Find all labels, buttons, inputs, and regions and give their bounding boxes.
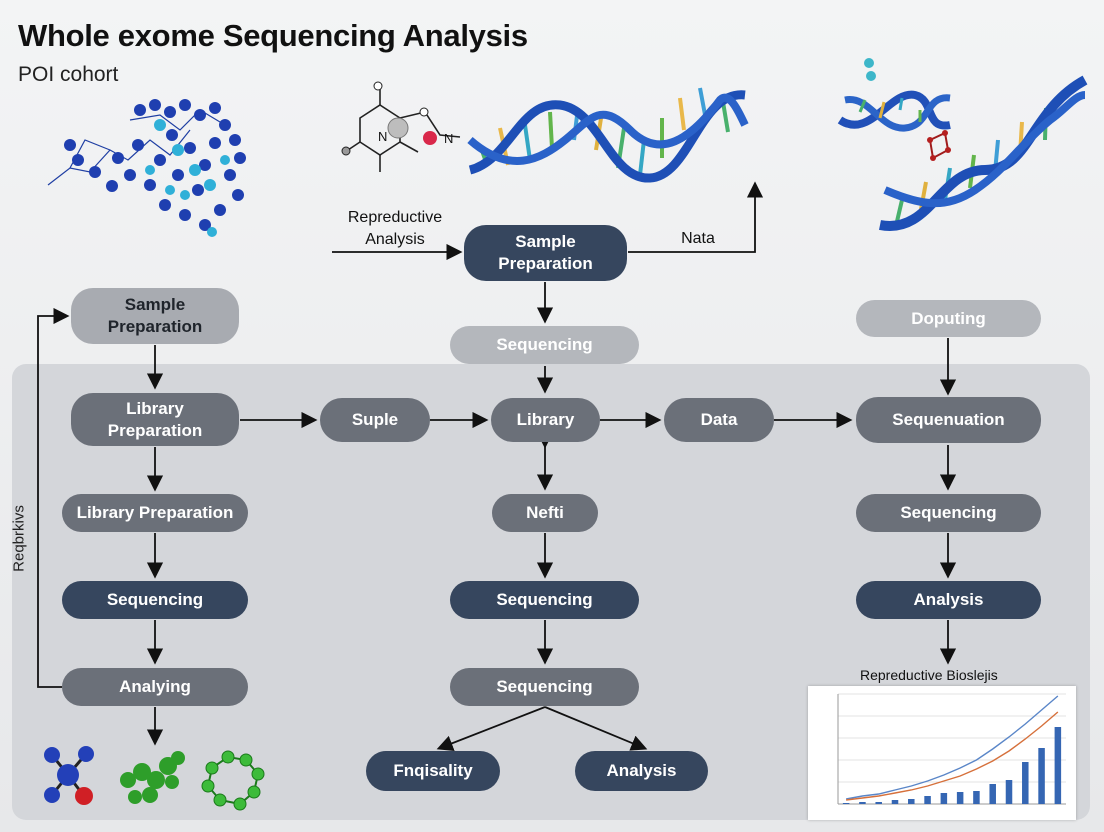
molecule-icon (120, 751, 185, 804)
right-analysis-node: Analysis (856, 581, 1041, 619)
left-library-preparation-node: Library Preparation (71, 393, 239, 446)
left-sequencing-node: Sequencing (62, 581, 248, 619)
arrow-connector (628, 181, 764, 253)
dna-helix-icon (879, 75, 1088, 232)
analysis-output-node: Analysis (575, 751, 708, 791)
library-node: Library (491, 398, 600, 442)
chart-bar (1038, 748, 1045, 804)
chart-bar (859, 802, 866, 804)
left-library-preparation-node-2: Library Preparation (62, 494, 248, 532)
chart-line-series-1 (846, 695, 1059, 800)
chart-bar (940, 793, 948, 804)
center-sample-preparation-node: Sample Preparation (464, 225, 627, 281)
chart-bar (924, 796, 931, 804)
output-label: Nata (681, 230, 715, 247)
left-analying-node: Analying (62, 668, 248, 706)
data-node: Data (664, 398, 774, 442)
right-sequencing-node: Sequencing (856, 494, 1041, 532)
molecule-icon (864, 58, 951, 161)
protein-structure-icon (47, 99, 246, 237)
arrow-connector (544, 706, 648, 751)
atom-icon (387, 117, 409, 139)
chart-bar (1005, 780, 1013, 804)
top-sequencing-node: Sequencing (450, 326, 639, 364)
chart-bar (1054, 727, 1062, 804)
atom-label-n: N (378, 129, 388, 144)
atom-icon (341, 146, 351, 156)
input-label: Repreductive Analysis (347, 209, 443, 248)
suple-node: Suple (320, 398, 430, 442)
chart-canvas (837, 693, 1066, 805)
chart-title: Repreductive Bioslejis (860, 667, 998, 683)
chart-bar (956, 792, 964, 804)
chart-bar (891, 800, 899, 804)
atom-label-n: N (444, 131, 454, 146)
diagram-subtitle: POI cohort (18, 63, 119, 86)
chart-bar (973, 791, 980, 804)
left-sample-preparation-node: Sample Preparation (71, 288, 239, 344)
chart-line-series-2 (846, 711, 1059, 801)
chart-bar (989, 784, 996, 804)
feedback-arrow (37, 307, 70, 688)
fnqisality-node: Fnqisality (366, 751, 500, 791)
nefti-node: Nefti (492, 494, 598, 532)
molecule-icon (44, 746, 94, 805)
doputing-node: Doputing (856, 300, 1041, 337)
chemical-structure-icon (347, 88, 461, 172)
atom-icon (373, 81, 383, 91)
sequenuation-node: Sequenuation (856, 397, 1041, 443)
chart-bar (1022, 762, 1029, 804)
dna-helix-icon (837, 90, 951, 132)
chart-bar (875, 802, 882, 804)
atom-icon (423, 131, 437, 145)
arrow-connector (436, 706, 546, 751)
atom-icon (419, 107, 429, 117)
center-sequencing-node: Sequencing (450, 581, 639, 619)
center-sequencing-node-2: Sequencing (450, 668, 639, 706)
dna-helix-icon (467, 87, 749, 183)
diagram-title: Whole exome Sequencing Analysis (18, 18, 528, 53)
bar-line-chart (808, 686, 1076, 820)
chart-bar (842, 803, 850, 804)
chart-bar (908, 799, 915, 804)
molecule-icon (201, 750, 265, 811)
